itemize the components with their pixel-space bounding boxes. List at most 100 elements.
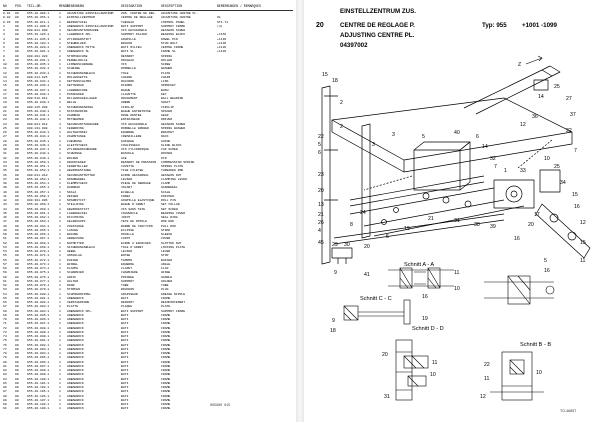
table-cell: TABLEAU [121, 19, 134, 24]
svg-text:16: 16 [514, 236, 520, 242]
parts-table-header: NO POS. TEIL-NR. MENGE BENENNUNG DESIGNA… [3, 3, 293, 10]
table-cell: 00 [15, 155, 19, 160]
table-cell: 00 [15, 198, 19, 202]
svg-text:16: 16 [544, 268, 550, 274]
table-cell: 69 [3, 312, 7, 317]
table-cell: 1 [59, 130, 61, 134]
table-cell: BOULON [121, 40, 133, 45]
svg-text:40: 40 [454, 130, 460, 136]
table-cell: COMPRESSION SPRING [161, 159, 195, 164]
table-cell: ECHELLE [121, 189, 134, 194]
table-cell: BOLZEN [67, 155, 79, 160]
table-cell: PULL ROD [161, 223, 176, 228]
table-cell: 48 [3, 223, 7, 228]
table-cell: 00 [15, 28, 19, 32]
svg-text:36: 36 [532, 114, 538, 120]
table-cell: SCREW [161, 62, 171, 66]
table-cell: 955.40.038.1 [27, 91, 50, 96]
table-cell: SICHERUNGSBLECH [67, 244, 95, 249]
table-cell: ANBAUBOCK MITTE [67, 45, 95, 49]
table-cell: 00 [15, 406, 19, 411]
table-cell: 4 [59, 28, 61, 32]
table-cell: PLATTE [67, 304, 79, 309]
table-cell: 79 [3, 355, 7, 360]
table-cell: 1 [59, 62, 61, 66]
svg-text:12: 12 [580, 220, 586, 226]
table-cell: 00 [15, 96, 19, 100]
table-cell: BATI [121, 346, 129, 351]
svg-text:17: 17 [534, 212, 540, 218]
table-cell: 00 [15, 334, 19, 338]
svg-text:16: 16 [422, 294, 428, 300]
table-cell: LINSENSCHRAUBE [67, 62, 93, 66]
table-cell: SICHERUNGSBLECH [67, 70, 95, 75]
table-cell: 00 [15, 108, 19, 113]
table-cell: 00 [15, 11, 19, 15]
table-cell: 955.40.057.1 [27, 189, 50, 194]
table-cell: TETE DE ROTULE [121, 219, 147, 224]
table-cell: +1136 [217, 49, 227, 54]
table-cell: 1 [59, 57, 61, 62]
table-cell: BATI [121, 312, 129, 317]
table-cell: CENTRE FRAME [161, 45, 184, 49]
table-cell: 00 [15, 376, 19, 381]
table-cell: 76 [3, 342, 7, 347]
table-cell: 2 [59, 53, 61, 58]
table-cell: 3 [3, 32, 5, 37]
table-cell: ANBAUBOCK [67, 321, 84, 326]
table-cell: TUBE [121, 283, 129, 287]
table-cell: PLATE [161, 70, 171, 75]
table-cell: STOPFEN [67, 287, 80, 292]
table-cell: GRIFF [67, 274, 77, 279]
svg-text:25: 25 [554, 84, 560, 90]
table-cell: 955.40.061.1 [27, 210, 50, 215]
table-cell: 1 [59, 359, 61, 364]
table-cell: FEDERRING [67, 125, 84, 130]
table-cell: +1136 [217, 45, 227, 49]
table-cell: 53 [3, 244, 7, 249]
table-cell: CLAMPING LEVER [161, 176, 187, 181]
table-cell: 29 [3, 142, 7, 147]
table-cell: 17 [3, 91, 7, 96]
table-cell: 955.40.106.1 [27, 393, 50, 398]
table-cell: 00 [15, 159, 19, 164]
table-cell: AXE [121, 155, 127, 160]
table-cell: 955.40.056.1 [27, 15, 50, 20]
table-cell: VIS SANS TETE [121, 206, 146, 211]
table-cell: BATI [121, 334, 129, 338]
table-cell: 4 [59, 121, 61, 126]
table-cell: FRAME [161, 295, 171, 300]
svg-text:11: 11 [580, 258, 585, 264]
table-cell: 955.40.060.1 [27, 206, 50, 211]
table-cell: 1 [59, 236, 61, 241]
table-cell: RENFORT [121, 300, 134, 304]
svg-text:32: 32 [490, 156, 496, 162]
col-header-remarks: BEMERKUNGEN / REMARQUES [217, 4, 261, 8]
table-cell: ANBAUBOCK [67, 312, 84, 317]
table-cell: BATI [121, 325, 129, 330]
table-cell: VOLANT [121, 185, 133, 190]
table-cell: 1 [59, 219, 61, 224]
table-cell: ANBAUBOCK [67, 363, 84, 368]
table-cell: RESSORT [121, 53, 134, 58]
table-cell: 000.041.010 [27, 172, 48, 177]
table-cell: BARRE DE TRACTION [121, 223, 153, 228]
table-cell: 955.40.084.1 [27, 308, 50, 313]
table-cell: CAPOT [121, 236, 131, 241]
table-cell: 2 [59, 198, 61, 202]
table-cell: RILLENKUGELLAGER [67, 96, 97, 100]
table-cell: 64 [3, 291, 7, 296]
table-cell: 955.40.090.1 [27, 334, 50, 338]
table-cell: DICHTRING [67, 215, 84, 219]
table-cell: 1 [59, 261, 61, 266]
table-cell: 1 [59, 397, 61, 402]
table-cell: 955.40.086.1 [27, 317, 50, 321]
table-cell: 955.40.073.1 [27, 261, 50, 266]
